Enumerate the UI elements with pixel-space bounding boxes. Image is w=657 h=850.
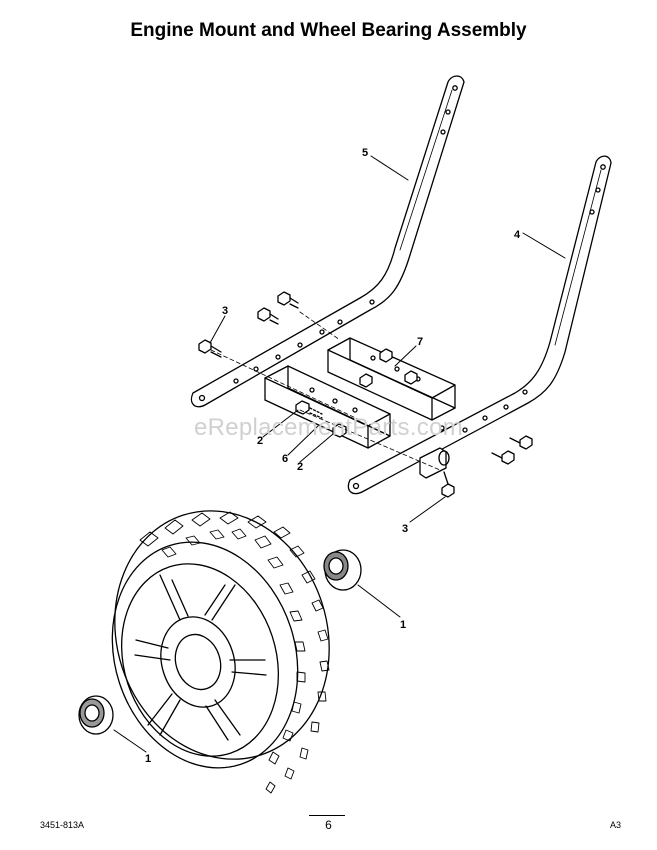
revision-code: A3	[610, 820, 622, 830]
bracket-lower	[264, 365, 391, 449]
bolt-3-upper	[198, 339, 222, 358]
callout-3-lower: 3	[402, 523, 408, 535]
mount-bar-right	[347, 155, 612, 495]
mount-bar-left	[190, 75, 465, 408]
callout-7: 7	[417, 336, 423, 348]
callout-3-upper: 3	[222, 305, 228, 317]
callout-2-right: 2	[297, 461, 303, 473]
callout-4: 4	[514, 229, 521, 241]
document-number: 3451-813A	[40, 820, 85, 830]
leader-lines	[113, 155, 566, 753]
axle-spacer	[419, 447, 450, 479]
page-number: 6	[325, 818, 332, 832]
wheel-bearing-right	[323, 549, 362, 591]
callout-1-left: 1	[145, 753, 151, 765]
bolt-3-lower	[441, 471, 455, 498]
callout-2-left: 2	[257, 435, 263, 447]
footer-rule	[309, 815, 345, 816]
assembly-lines	[210, 311, 441, 471]
wheel	[111, 510, 330, 794]
bolt-top-mid	[277, 291, 299, 309]
nut-2-left	[295, 400, 323, 419]
wheel-bearing-left	[78, 695, 114, 735]
page-title: Engine Mount and Wheel Bearing Assembly	[130, 20, 527, 41]
callout-5: 5	[362, 147, 368, 159]
watermark: eReplacementParts.com	[193, 414, 464, 441]
bolt-top-left	[257, 307, 279, 325]
callout-6: 6	[282, 453, 288, 465]
bracket-upper	[327, 337, 456, 421]
bolt-right-a	[509, 435, 533, 450]
callout-1-right: 1	[400, 619, 406, 631]
bolt-right-b	[491, 450, 515, 465]
nut-bracket-7	[359, 348, 418, 388]
